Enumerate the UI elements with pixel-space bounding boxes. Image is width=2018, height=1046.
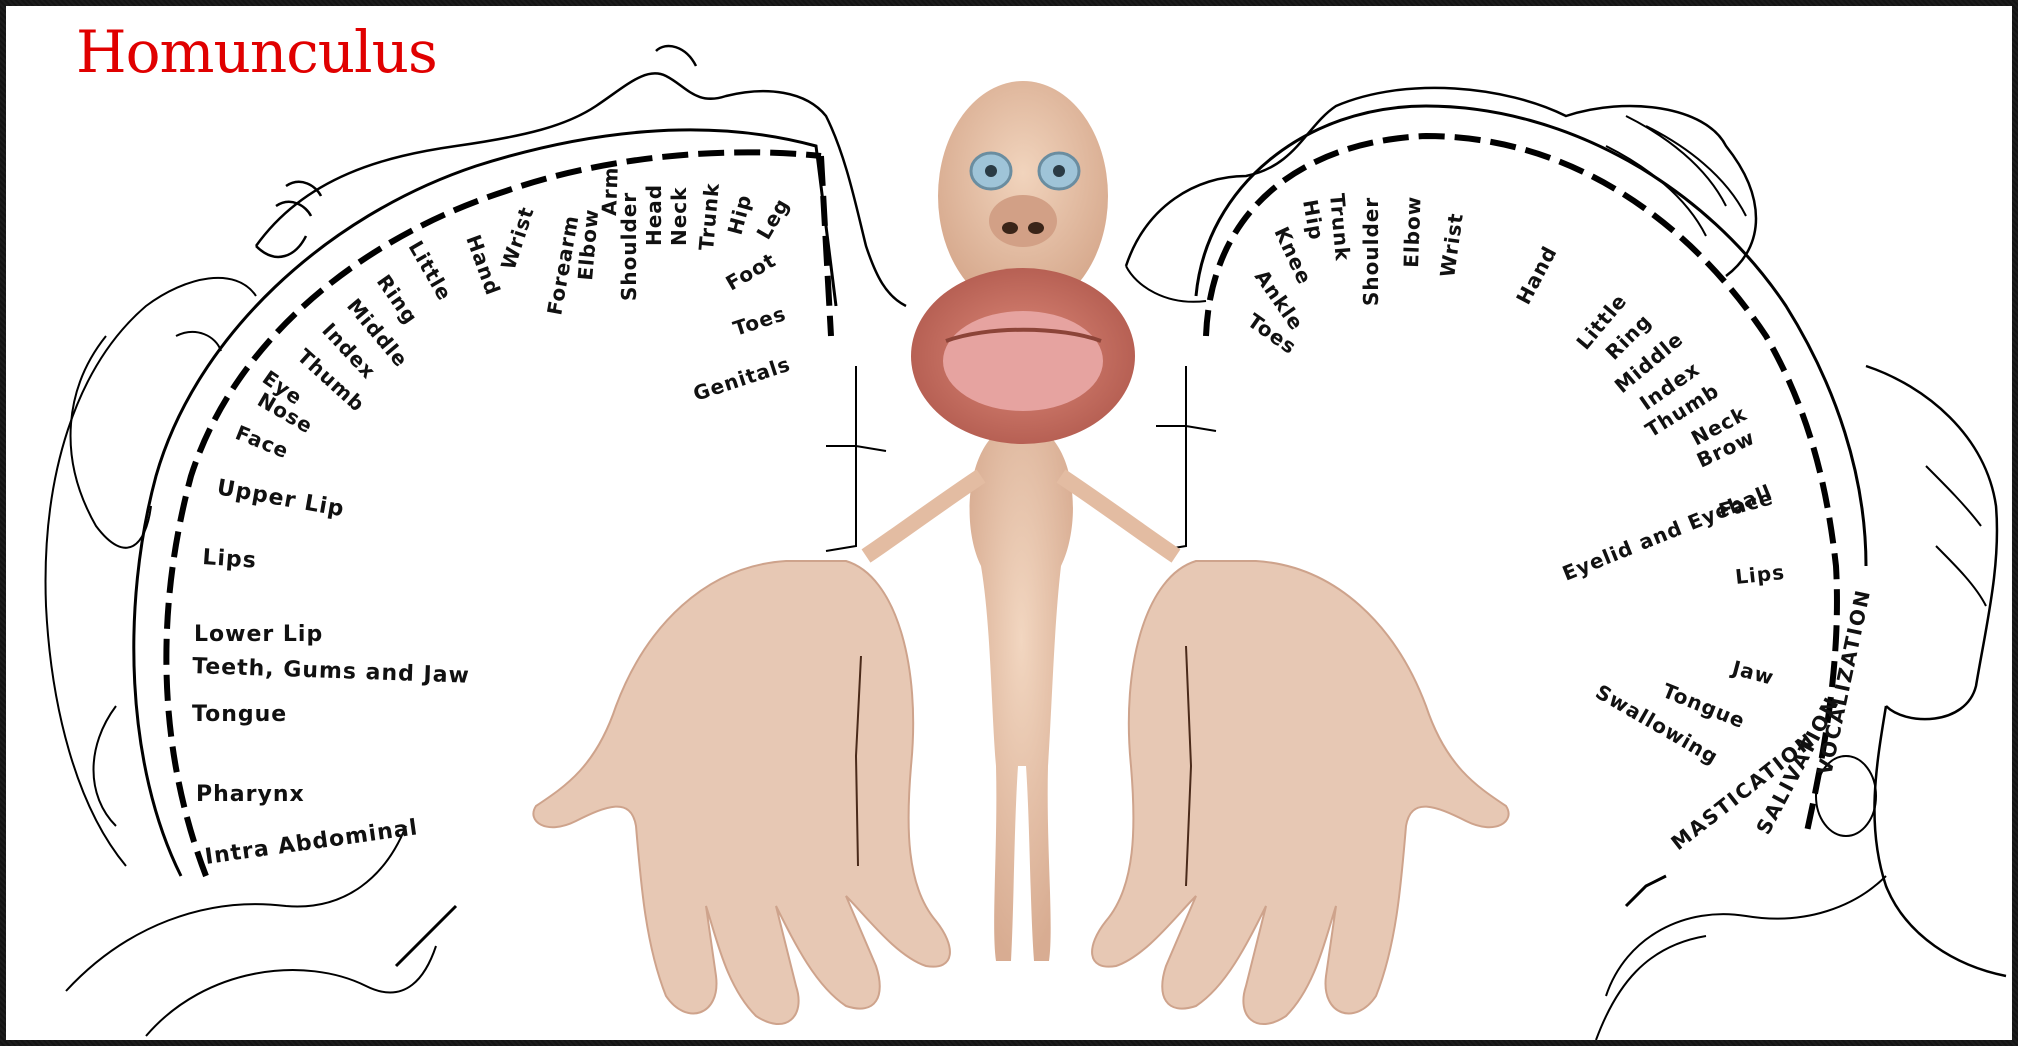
- left-label-head: Head: [642, 184, 666, 246]
- left-label-foot: Foot: [722, 248, 781, 296]
- left-label-lower-lip: Lower Lip: [194, 622, 323, 647]
- right-label-vocalization: VOCALIZATION: [1812, 586, 1875, 777]
- left-label-lips: Lips: [202, 545, 258, 574]
- left-label-teeth-gums-jaw: Teeth, Gums and Jaw: [192, 654, 471, 689]
- left-label-genitals: Genitals: [690, 352, 793, 406]
- right-label-shoulder: Shoulder: [1359, 197, 1383, 306]
- left-label-little: Little: [404, 237, 457, 305]
- right-label-trunk: Trunk: [1325, 192, 1355, 262]
- right-label-hand: Hand: [1511, 242, 1562, 309]
- left-label-toes: Toes: [730, 301, 789, 341]
- left-label-trunk: Trunk: [694, 182, 724, 252]
- left-label-leg: Leg: [752, 194, 795, 244]
- right-label-wrist: Wrist: [1435, 211, 1468, 279]
- left-label-wrist: Wrist: [496, 203, 539, 272]
- right-label-elbow: Elbow: [1399, 195, 1426, 268]
- left-label-neck: Neck: [667, 187, 691, 246]
- right-label-lips: Lips: [1734, 560, 1786, 589]
- diagram-title: Homunculus: [76, 18, 437, 86]
- left-label-tongue: Tongue: [192, 702, 287, 727]
- right-label-jaw: Jaw: [1728, 655, 1777, 690]
- right-label-face: Face: [1716, 485, 1776, 523]
- diagram-panel: Toes Genitals Foot Leg Hip Trunk Neck He…: [6, 6, 2012, 1040]
- left-label-pharynx: Pharynx: [196, 782, 305, 807]
- left-label-upper-lip: Upper Lip: [215, 475, 346, 522]
- left-label-arm: Arm: [597, 166, 623, 216]
- right-label-hip: Hip: [1298, 198, 1329, 242]
- homunculus-diagram: Toes Genitals Foot Leg Hip Trunk Neck He…: [6, 6, 2012, 1040]
- left-label-face: Face: [232, 420, 292, 463]
